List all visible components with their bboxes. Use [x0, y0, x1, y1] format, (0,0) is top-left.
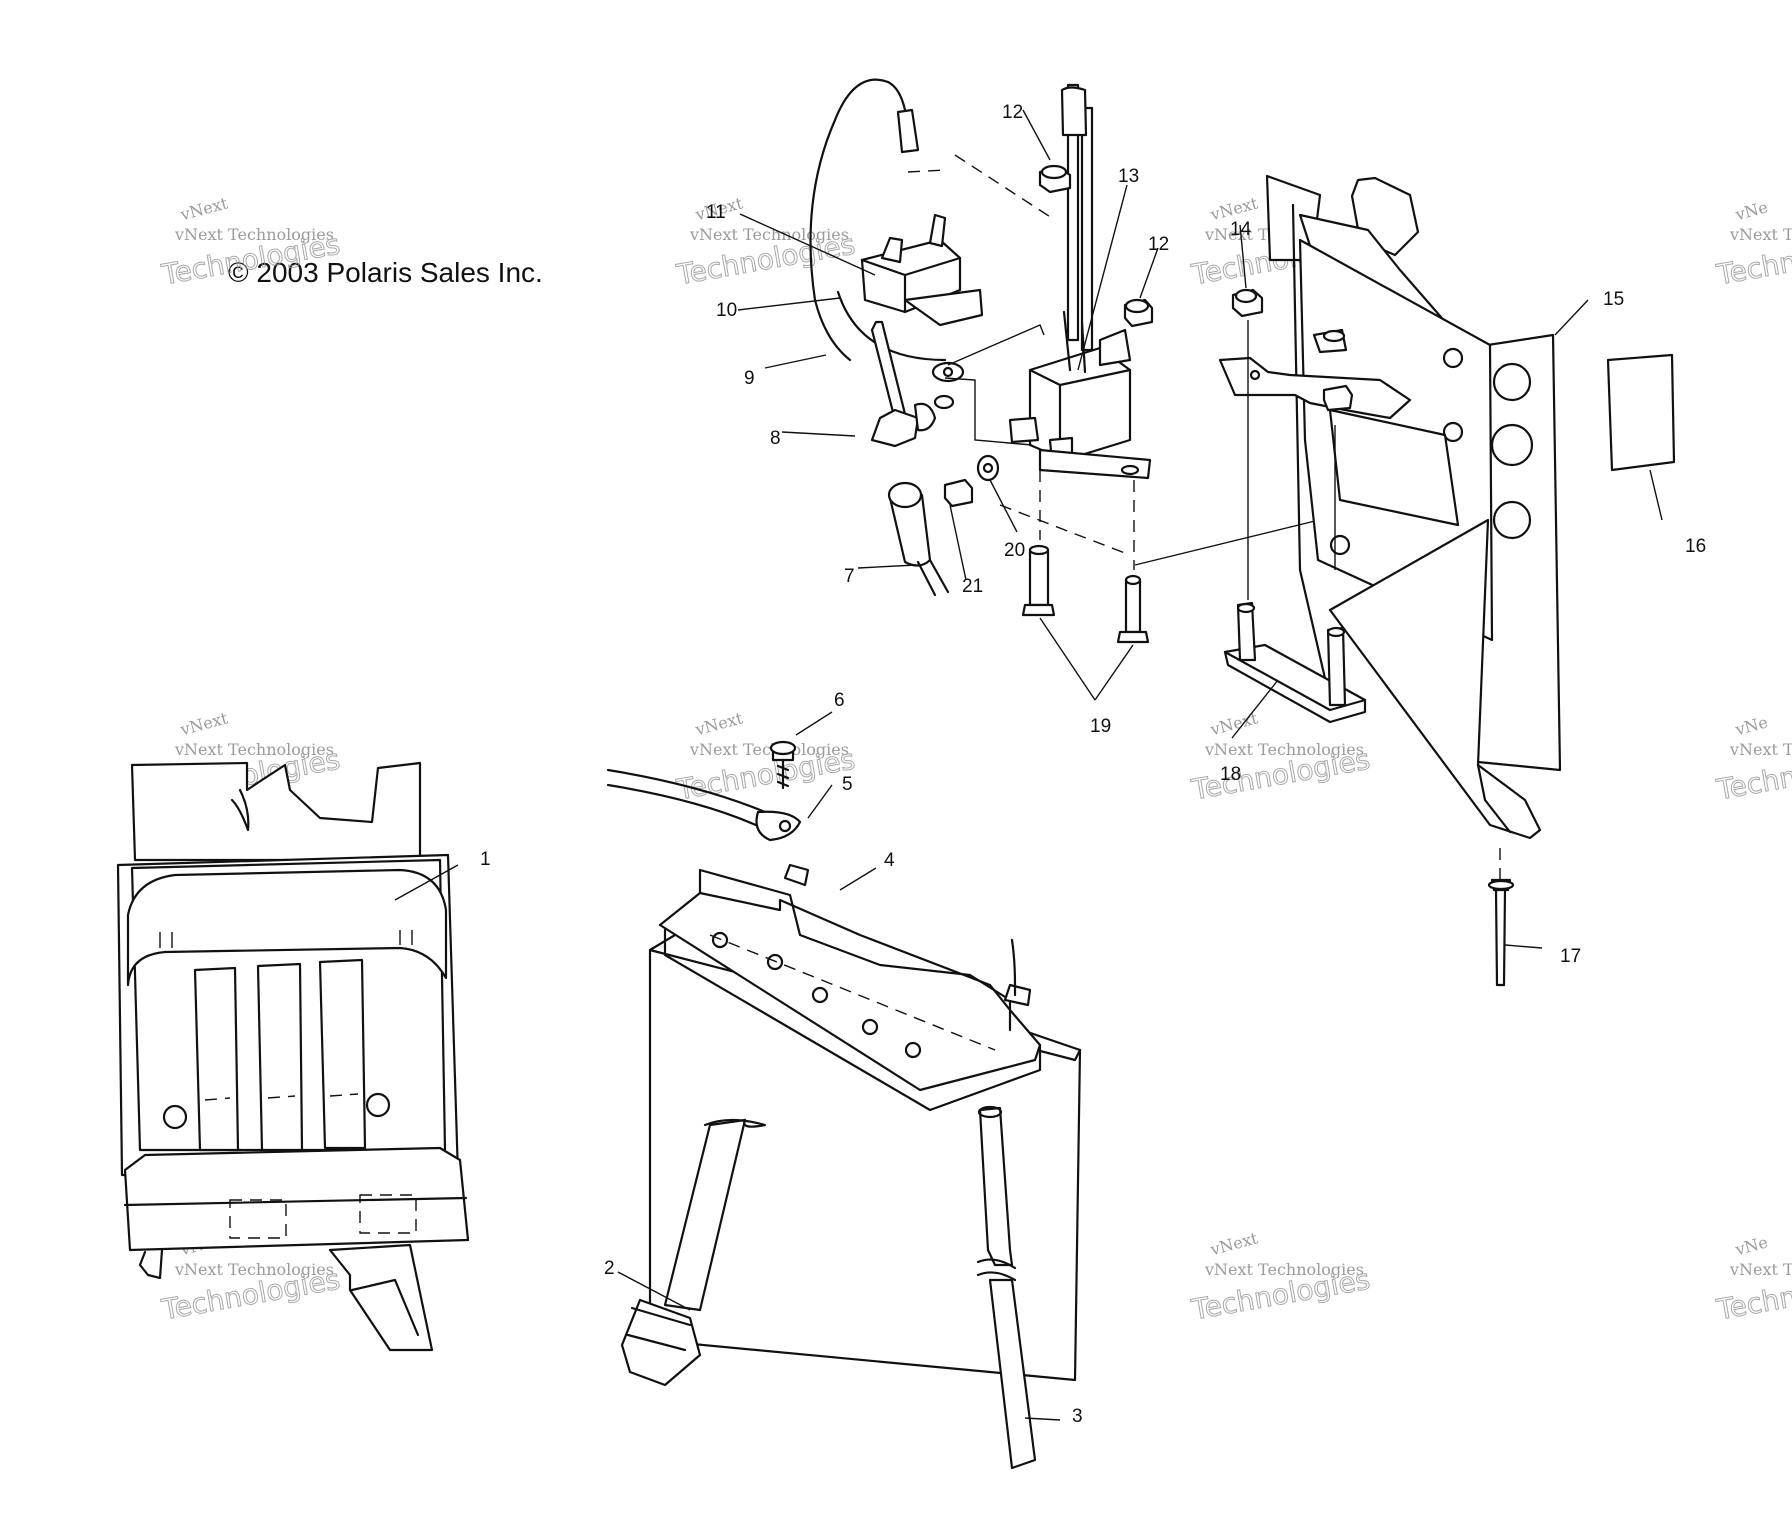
battery-cable [606, 740, 802, 842]
callout-labels: 1 2 3 4 5 6 7 8 9 10 11 12 12 13 14 15 1… [480, 102, 1706, 1427]
callout-14: 14 [1230, 219, 1252, 240]
watermark-line: vNext Technologies [1204, 1260, 1364, 1279]
solenoid-assembly [809, 78, 1361, 644]
watermark-word: vNext [693, 708, 746, 739]
vent-hose [976, 1105, 1037, 1470]
callout-20: 20 [1004, 540, 1025, 561]
callout-15: 15 [1603, 289, 1624, 310]
watermark-word: vNext [178, 193, 231, 224]
watermark-word: vNe [1733, 197, 1770, 224]
callout-2: 2 [604, 1258, 615, 1279]
callout-6: 6 [834, 690, 845, 711]
callout-7: 7 [844, 566, 855, 587]
watermark-line: vNext Technologies [174, 740, 334, 759]
callout-16: 16 [1685, 536, 1706, 557]
copyright-text: © 2003 Polaris Sales Inc. [228, 257, 543, 288]
watermark-line: vNext Technologies [689, 225, 849, 244]
callout-9: 9 [744, 368, 755, 389]
watermark-outline: Techn [1714, 1280, 1792, 1327]
callout-12a: 12 [1002, 102, 1023, 123]
callout-21: 21 [962, 576, 983, 597]
callout-1: 1 [480, 849, 491, 870]
watermark-word: vNe [1733, 1232, 1770, 1259]
callout-13: 13 [1118, 166, 1139, 187]
battery-strap [620, 1118, 767, 1387]
watermark-word: vNext [178, 708, 231, 739]
callout-18: 18 [1220, 764, 1241, 785]
mount-bracket [1218, 174, 1676, 880]
watermark-line: vNext Technologies [174, 225, 334, 244]
rivet [1487, 878, 1515, 987]
callout-19: 19 [1090, 716, 1111, 737]
watermark-outline: Techn [1714, 760, 1792, 807]
watermark-line: vNext Technologies [689, 740, 849, 759]
watermark-line: vNext Te [1729, 740, 1792, 759]
callout-3: 3 [1072, 1406, 1083, 1427]
callout-10: 10 [716, 300, 737, 321]
callout-11: 11 [706, 202, 726, 223]
watermark-word: vNext [1208, 1228, 1261, 1259]
watermark-word: vNe [1733, 712, 1770, 739]
callout-8: 8 [770, 428, 781, 449]
watermark-outline: Techn [1714, 245, 1792, 292]
leader-lines [394, 109, 1663, 1421]
callout-12b: 12 [1148, 234, 1169, 255]
callout-17: 17 [1560, 946, 1581, 967]
battery [648, 863, 1082, 1382]
mount-plate [1223, 601, 1367, 724]
watermark-line: vNext Technologies [1204, 740, 1364, 759]
callout-4: 4 [884, 850, 895, 871]
callout-5: 5 [842, 774, 853, 795]
battery-box [116, 761, 470, 1352]
watermark-line: vNext Technologies [174, 1260, 334, 1279]
watermark-line: vNext Te [1729, 1260, 1792, 1279]
watermark-line: vNext Te [1729, 225, 1792, 244]
